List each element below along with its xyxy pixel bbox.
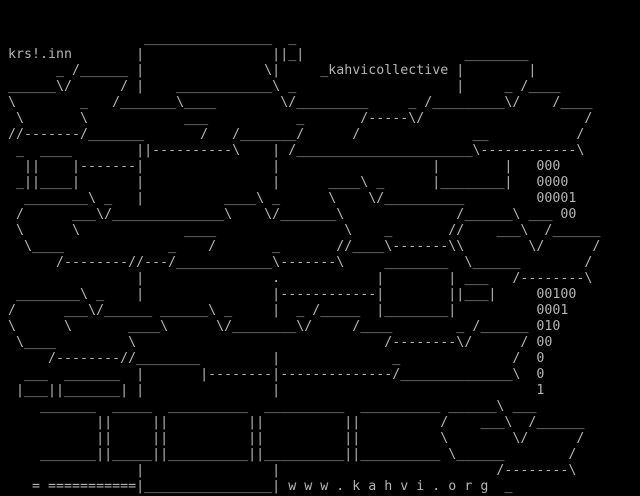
- art-line: _______||_____||__________||__________||…: [0, 447, 577, 462]
- art-line: /--------//________ | _ / 0: [0, 351, 545, 366]
- art-line: || || || || \ \/ /: [0, 431, 585, 446]
- art-line: \____ \ /--------\/ / 00: [0, 335, 553, 350]
- art-line: ___ _______ | |--------|--------------/_…: [0, 367, 545, 382]
- art-line: ________\ _ | ____\ _ \ \/__________ 000…: [0, 191, 577, 206]
- art-line-url: = ===========|________________| w w w . …: [0, 479, 513, 494]
- art-line: //-------/_______ / /_______/ / __ /: [0, 127, 585, 142]
- art-line: \ \ ____\ \/________\/ /____ _ /______ 0…: [0, 319, 561, 334]
- art-line: ________\ _ | |------------| ||___| 0010…: [0, 287, 577, 302]
- art-line: _||____| | | ____\ _ |________| 0000: [0, 175, 569, 190]
- art-line: ________________ _: [0, 31, 297, 46]
- art-line: || || || || / ___\ /______: [0, 415, 585, 430]
- art-line: | . | | ___ /--------\: [0, 271, 593, 286]
- art-line-collective: _ /______ | \| _kahvicollective | |: [0, 63, 537, 78]
- art-line: / ___\/______ ______\ _ | _ /_____ |____…: [0, 303, 569, 318]
- art-line: _ ____ ||----------\ | /________________…: [0, 143, 585, 158]
- art-line: ______\/ / | ____________\ _ | _ /____: [0, 79, 561, 94]
- art-line: _______ _____ __________ __________ ____…: [0, 399, 537, 414]
- art-line: \ \ ___ _ /-----\/ /: [0, 111, 593, 126]
- art-line: | | /--------\: [0, 463, 577, 478]
- art-line: || |-------| | | | 000: [0, 159, 561, 174]
- art-line: \ _ /_______\____ \/_________ _ /_______…: [0, 95, 593, 110]
- ascii-art-screen: ________________ _ krs!.inn | ||_| _____…: [0, 31, 600, 495]
- art-line-title: krs!.inn | ||_| ________: [0, 47, 529, 62]
- art-line: / ___\/______________\ \/_______\ /_____…: [0, 207, 577, 222]
- art-line: /--------//---/____________\-------\ ___…: [0, 255, 593, 270]
- art-line: |___||_______| | | 1: [0, 383, 545, 398]
- art-line: \____ _ / _ //____\-------\\ \/ /: [0, 239, 601, 254]
- art-line: \ \ ____ \ _ // ___\ /______: [0, 223, 601, 238]
